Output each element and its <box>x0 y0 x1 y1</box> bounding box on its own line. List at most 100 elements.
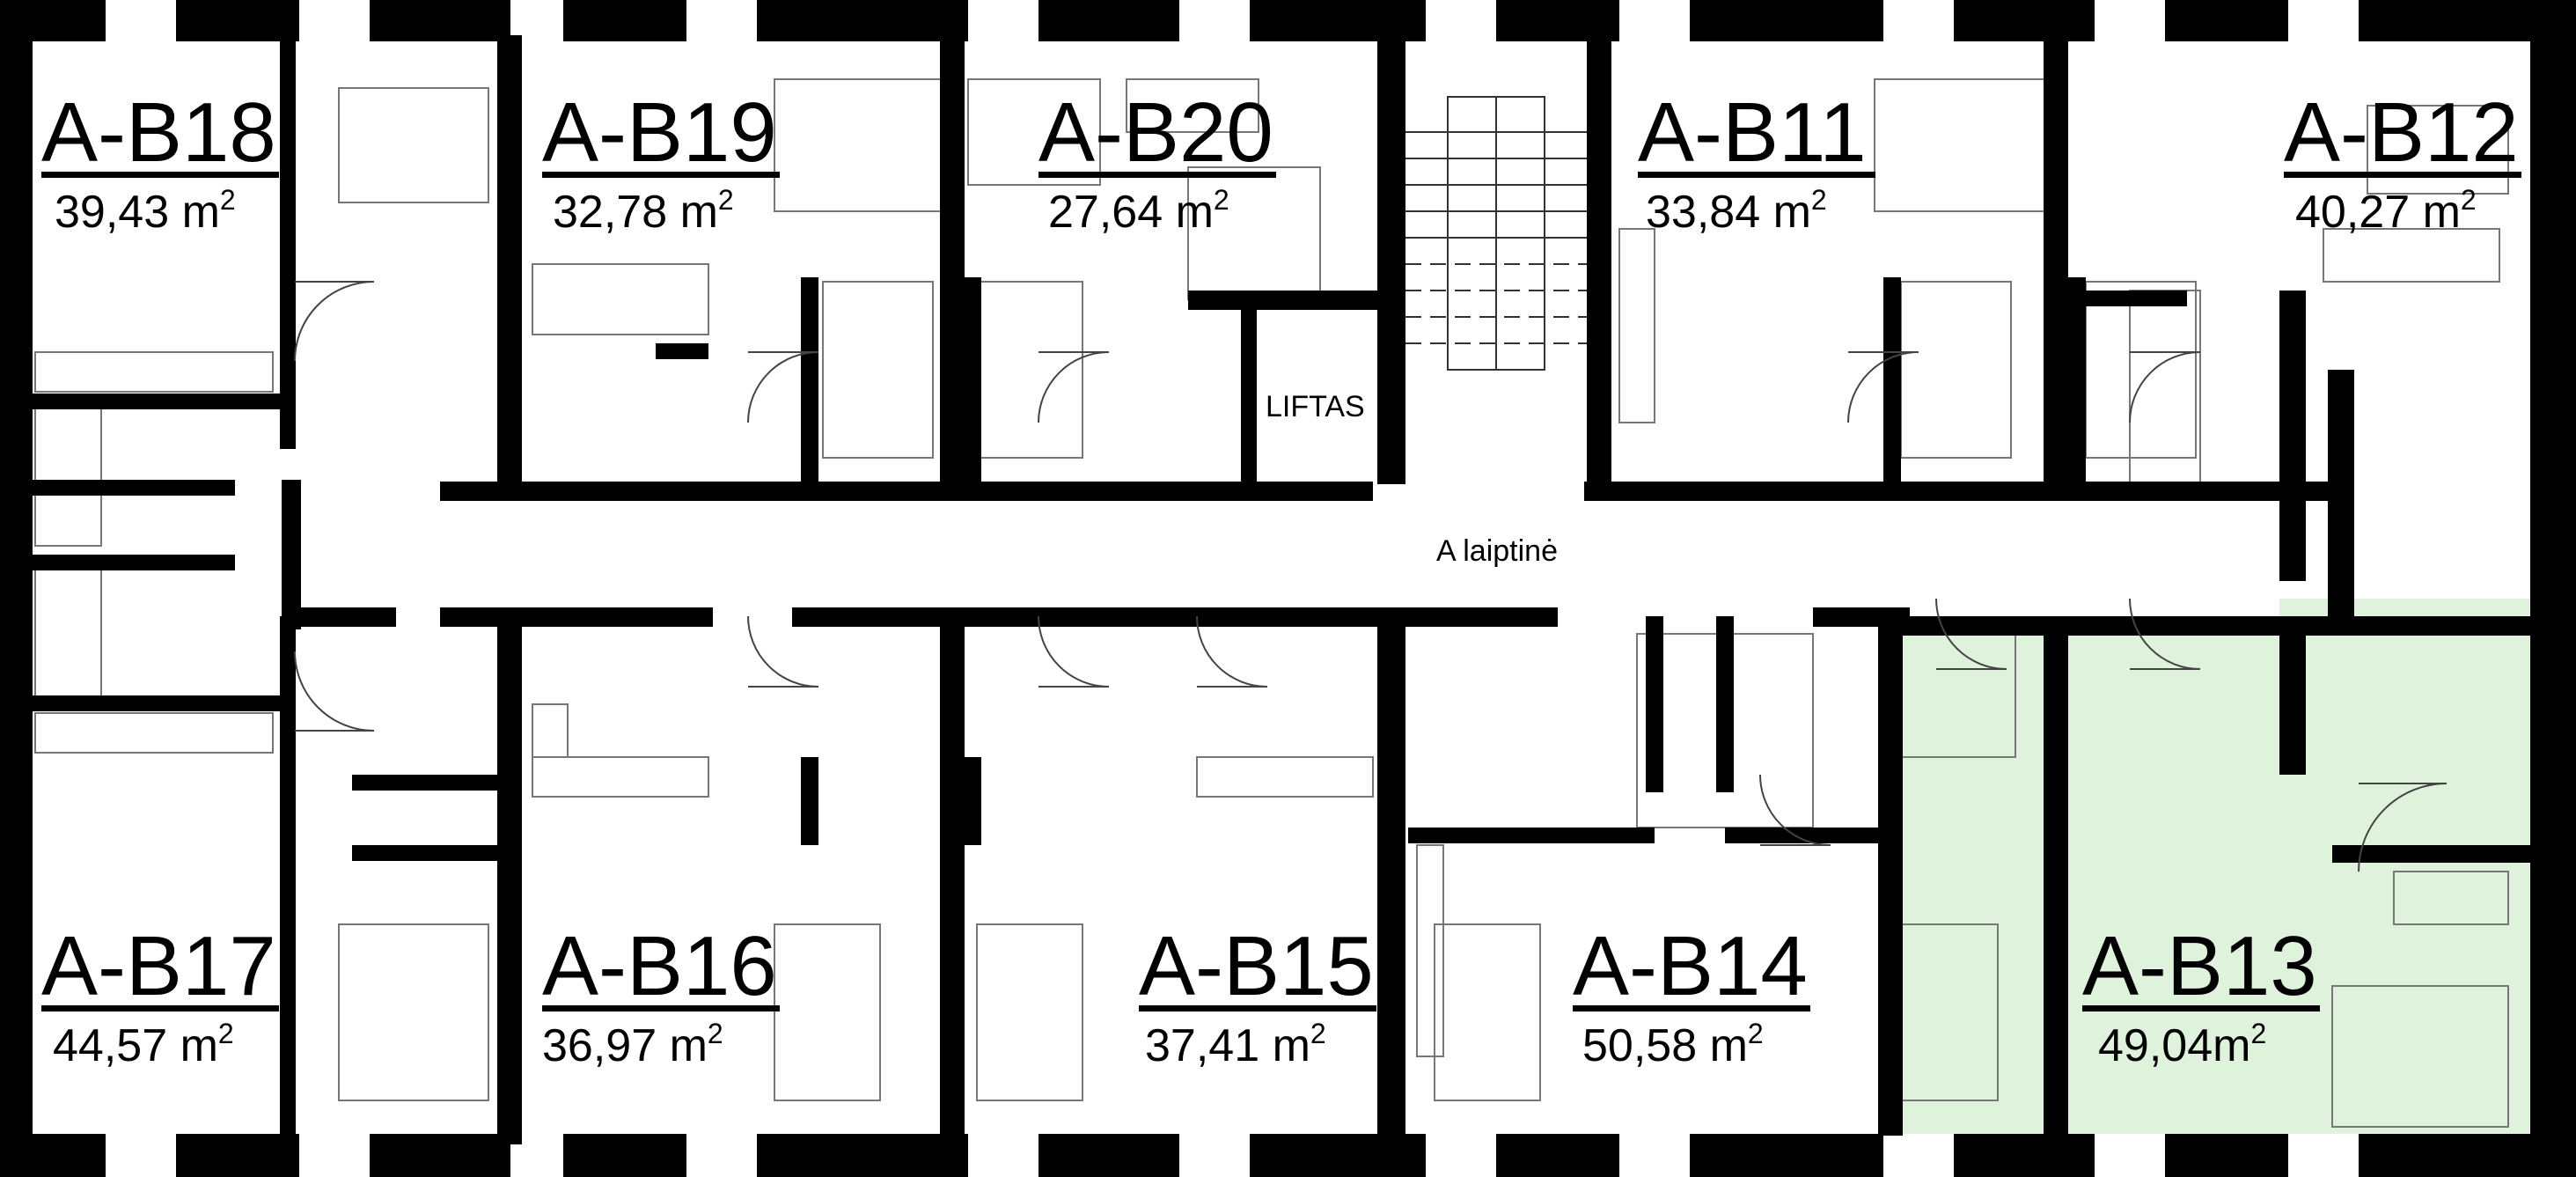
label-underline <box>41 1005 279 1011</box>
wall <box>2332 845 2530 863</box>
wall <box>1250 0 1426 41</box>
unit-id: A-B20 <box>1038 85 1273 180</box>
area-superscript: 2 <box>1310 1018 1326 1049</box>
wall <box>1954 0 2095 41</box>
area-superscript: 2 <box>218 1018 234 1049</box>
area-value: 50,58 m <box>1582 1020 1748 1071</box>
door[interactable] <box>1038 615 1110 688</box>
door[interactable] <box>747 615 819 688</box>
wall <box>964 277 981 484</box>
wall <box>1408 828 1655 843</box>
wall <box>1878 616 2576 636</box>
wall <box>33 394 283 409</box>
label-underline <box>542 172 780 178</box>
label-underline <box>2284 172 2521 178</box>
wall <box>1716 616 1734 792</box>
wall <box>280 35 296 449</box>
furniture <box>1126 78 1259 133</box>
door[interactable] <box>294 651 375 732</box>
area-value: 40,27 m <box>2295 187 2461 238</box>
wall <box>1646 616 1663 792</box>
door[interactable] <box>1196 615 1268 688</box>
wall <box>801 757 818 845</box>
wall <box>656 343 708 359</box>
wall <box>1377 616 1405 1144</box>
wall <box>1587 35 1611 484</box>
unit-area: 32,78 m2 <box>553 184 734 238</box>
door[interactable] <box>1038 351 1110 423</box>
wall <box>2359 0 2535 41</box>
furniture <box>976 281 1083 459</box>
wall <box>2279 616 2306 775</box>
wall <box>176 1134 299 1177</box>
wall <box>0 1134 106 1177</box>
wall <box>370 0 510 41</box>
furniture <box>976 923 1083 1101</box>
furniture <box>1434 923 1541 1101</box>
label-underline <box>41 172 279 178</box>
unit-area: 36,97 m2 <box>542 1018 723 1071</box>
furniture <box>532 756 709 798</box>
wall <box>440 607 713 627</box>
area-value: 33,84 m <box>1646 187 1811 238</box>
area-superscript: 2 <box>1811 184 1827 216</box>
area-superscript: 2 <box>718 184 734 216</box>
label-underline <box>542 1005 780 1011</box>
unit-id: A-B14 <box>1573 919 1808 1013</box>
wall <box>2044 783 2068 1136</box>
wall <box>757 0 968 41</box>
door[interactable] <box>747 351 819 423</box>
unit-area: 33,84 m2 <box>1646 184 1827 238</box>
area-superscript: 2 <box>2461 184 2477 216</box>
door[interactable] <box>1847 351 1919 423</box>
wall <box>1954 1134 2095 1177</box>
label-underline <box>1139 1005 1376 1011</box>
area-superscript: 2 <box>2250 1018 2266 1049</box>
door[interactable] <box>2129 351 2201 423</box>
wall <box>1188 607 1558 627</box>
furniture <box>2393 871 2509 925</box>
door[interactable] <box>294 281 375 362</box>
wall <box>352 845 497 861</box>
furniture <box>2129 290 2201 485</box>
label-underline <box>1038 172 1276 178</box>
door[interactable] <box>2358 783 2448 872</box>
wall <box>563 1134 686 1177</box>
area-superscript: 2 <box>708 1018 723 1049</box>
furniture <box>2085 281 2197 459</box>
unit-area: 39,43 m2 <box>55 184 236 238</box>
furniture <box>1618 228 1655 423</box>
door[interactable] <box>1935 598 2007 670</box>
unit-id: A-B15 <box>1139 919 1374 1013</box>
wall <box>497 35 522 484</box>
wall <box>352 775 497 791</box>
door[interactable] <box>1759 774 1831 846</box>
wall <box>290 607 396 627</box>
wall <box>1878 616 1903 1136</box>
label-underline <box>2082 1005 2320 1011</box>
wall <box>2359 1134 2535 1177</box>
unit-area: 27,64 m2 <box>1048 184 1229 238</box>
furniture <box>2331 985 2509 1128</box>
door[interactable] <box>2129 598 2201 670</box>
wall <box>1584 482 2332 501</box>
wall <box>757 1134 968 1177</box>
wall <box>2328 370 2354 616</box>
unit-area: 40,27 m2 <box>2295 184 2477 238</box>
wall <box>0 0 106 41</box>
furniture <box>2323 228 2500 283</box>
highlighted-unit-area[interactable] <box>1878 599 2530 1134</box>
unit-area: 49,04m2 <box>2098 1018 2266 1071</box>
